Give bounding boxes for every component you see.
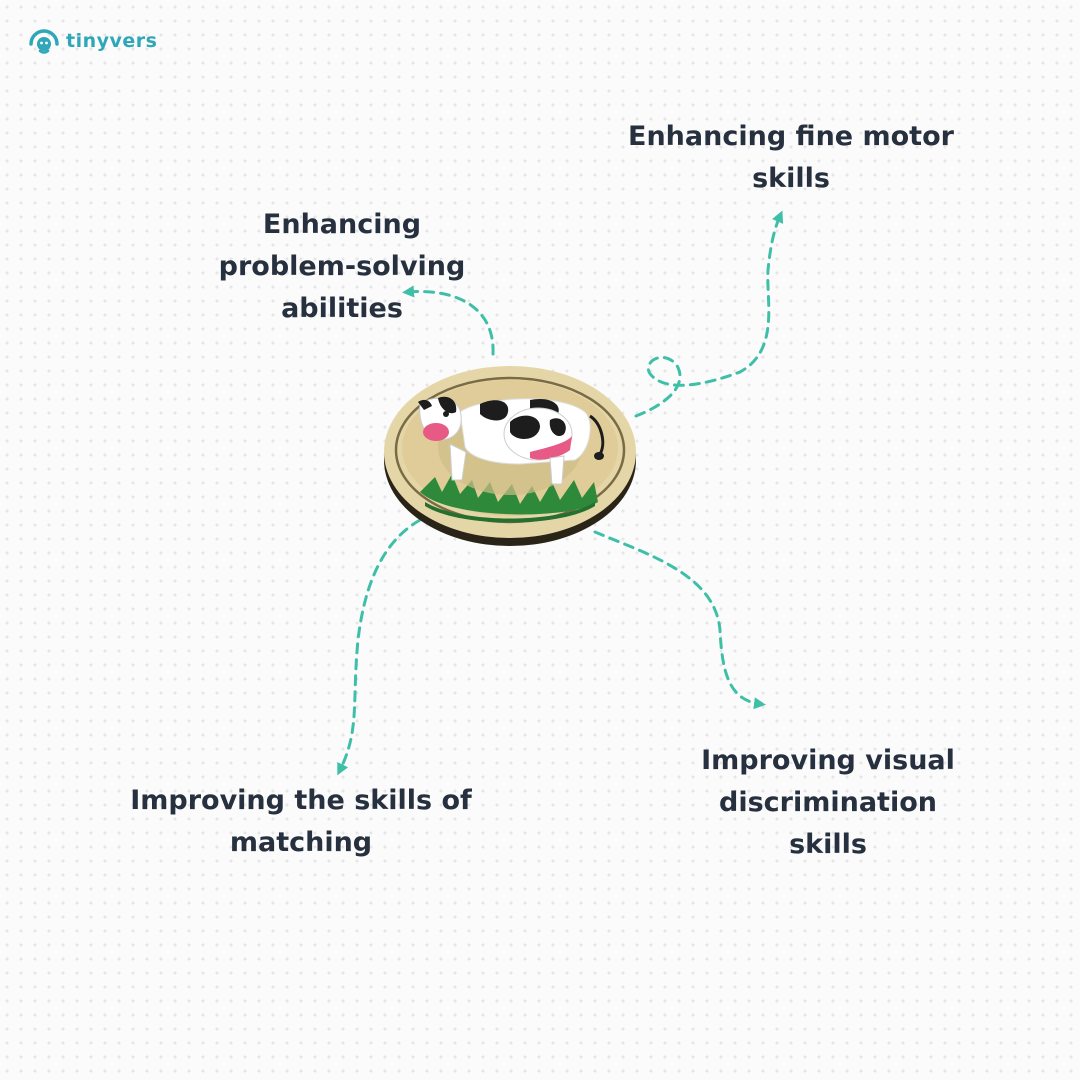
cow-wooden-puzzle — [384, 366, 636, 546]
brand-logo: tinyvers — [28, 26, 157, 56]
skill-problem-solving: Enhancing problem-solving abilities — [218, 209, 466, 324]
tinyvers-logo-icon — [29, 29, 59, 54]
skill-matching: Improving the skills of matching — [130, 785, 472, 858]
arrow-to-problem-solving — [402, 285, 495, 356]
arrow-to-matching — [337, 518, 422, 776]
arrow-to-fine-motor — [634, 210, 784, 418]
skill-fine-motor: Enhancing fine motor skills — [628, 121, 954, 194]
arrow-to-visual — [593, 530, 766, 710]
skill-visual-discrimination: Improving visual discrimination skills — [701, 745, 955, 860]
brand-name: tinyvers — [66, 30, 158, 52]
